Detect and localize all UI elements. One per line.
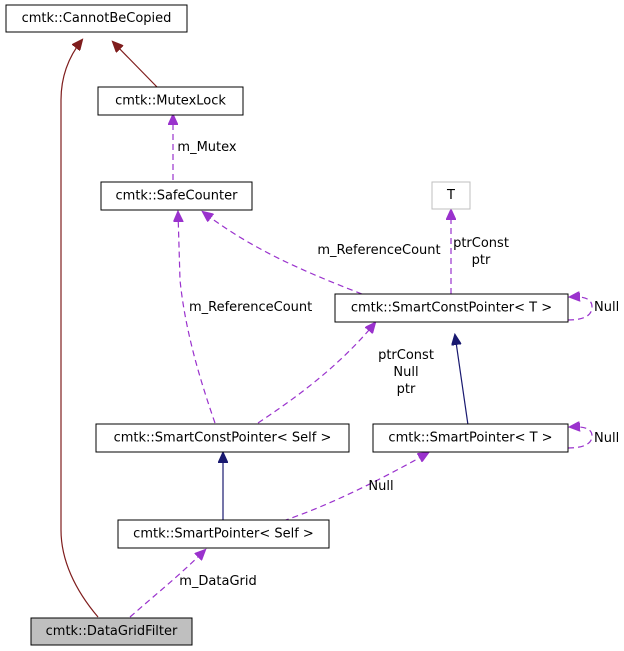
- node-label: cmtk::DataGridFilter: [46, 624, 178, 639]
- edge-label-ptr: ptr: [472, 253, 491, 268]
- node-mutexlock[interactable]: cmtk::MutexLock: [97, 86, 244, 116]
- edge-label-m-datagrid: m_DataGrid: [179, 574, 257, 589]
- edge-label-null-smartpointer-self: Null: [368, 479, 393, 494]
- edge-datagridfilter-to-cannotbecopied: [60, 40, 99, 618]
- edge-smartconstpointert-uses-safecounter: [203, 212, 363, 295]
- node-label: cmtk::SmartConstPointer< T >: [351, 301, 552, 316]
- edge-label-m-mutex: m_Mutex: [177, 140, 236, 155]
- edge-label-null-2: Null: [393, 365, 418, 380]
- edge-mutexlock-to-cannotbecopied: [113, 42, 158, 88]
- node-template-t[interactable]: T: [431, 181, 471, 210]
- node-label: T: [446, 188, 455, 203]
- node-smartconstpointert[interactable]: cmtk::SmartConstPointer< T >: [334, 293, 569, 323]
- node-smartpointert[interactable]: cmtk::SmartPointer< T >: [372, 423, 569, 453]
- edge-label-null-smart-self: Null: [594, 431, 619, 446]
- edge-smartpointert-to-smartconstpointert: [455, 335, 469, 426]
- edge-label-m-referencecount-safecounter: m_ReferenceCount: [317, 243, 440, 258]
- edge-smartconstpointerself-uses-safecounter: [178, 212, 216, 424]
- node-label: cmtk::MutexLock: [115, 94, 226, 109]
- node-label: cmtk::SmartConstPointer< Self >: [114, 431, 332, 446]
- node-cannotbecopied[interactable]: cmtk::CannotBeCopied: [5, 4, 188, 33]
- edge-label-null-const-self: Null: [594, 300, 619, 315]
- node-label: cmtk::SmartPointer< Self >: [133, 527, 314, 542]
- edge-smartconstpointerself-uses-smartconstpointert: [257, 323, 375, 424]
- node-safecounter[interactable]: cmtk::SafeCounter: [100, 181, 253, 211]
- edge-smartpointert-self-null: [568, 427, 593, 449]
- node-label: cmtk::CannotBeCopied: [22, 11, 172, 26]
- node-label: cmtk::SafeCounter: [116, 189, 239, 204]
- edge-datagridfilter-uses-smartpointerself: [129, 550, 205, 618]
- node-datagridfilter[interactable]: cmtk::DataGridFilter: [30, 617, 193, 646]
- edge-label-m-referencecount-const-self: m_ReferenceCount: [189, 300, 312, 315]
- edge-label-ptrconst-2: ptrConst: [378, 348, 434, 363]
- node-smartconstpointerself[interactable]: cmtk::SmartConstPointer< Self >: [95, 423, 350, 453]
- edge-label-ptrconst: ptrConst: [453, 236, 509, 251]
- edge-smartpointerself-uses-smartpointert: [282, 453, 428, 522]
- edge-smartconstpointert-self-null: [568, 297, 593, 321]
- node-smartpointerself[interactable]: cmtk::SmartPointer< Self >: [117, 519, 330, 549]
- node-label: cmtk::SmartPointer< T >: [388, 431, 552, 446]
- edge-label-ptr-2: ptr: [397, 382, 416, 397]
